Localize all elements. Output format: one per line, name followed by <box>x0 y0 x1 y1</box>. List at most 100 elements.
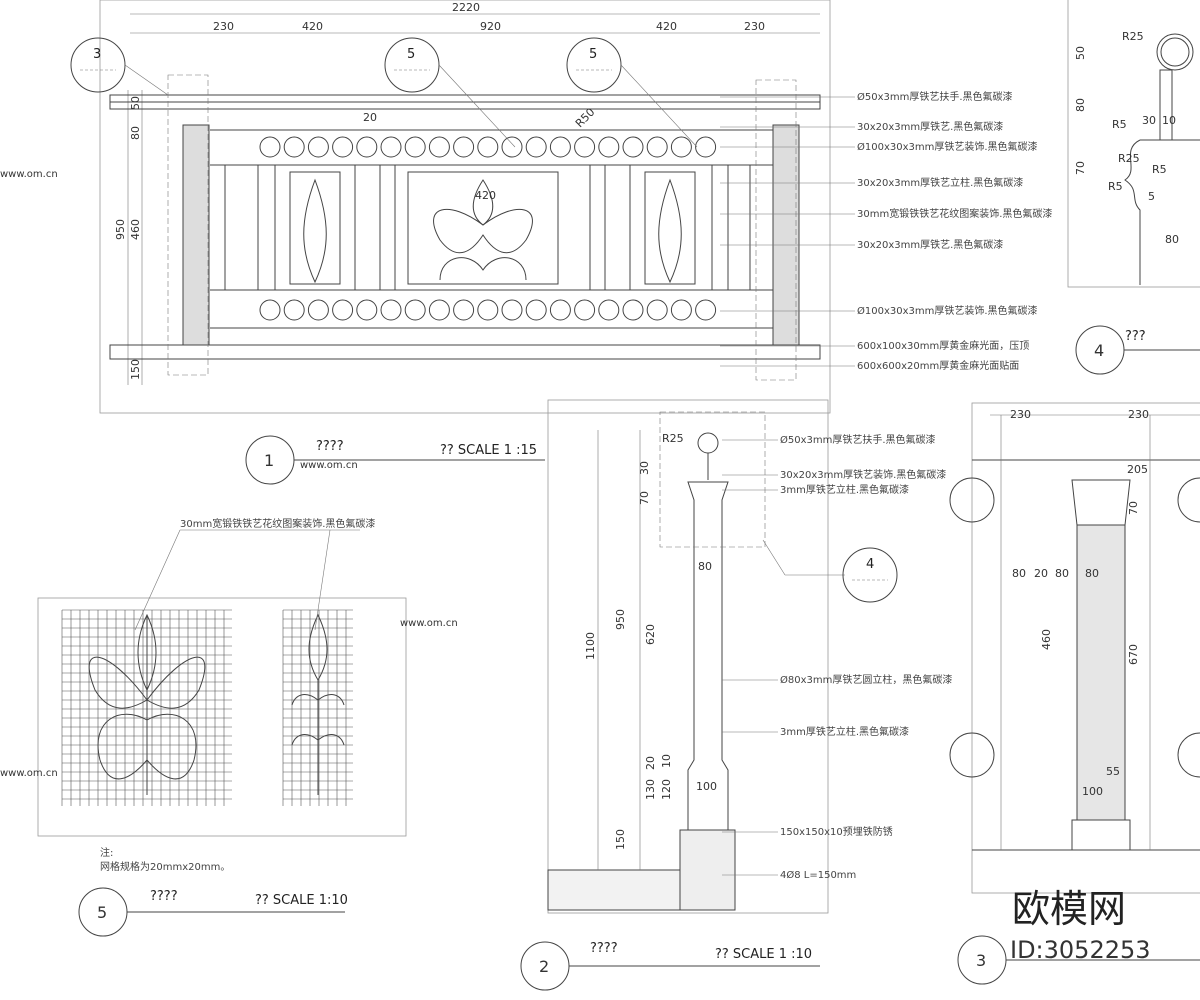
decorative-ring <box>695 299 717 321</box>
decorative-ring <box>404 136 426 158</box>
drawing-1-scale: ?? SCALE 1 :15 <box>440 443 537 458</box>
decorative-ring <box>380 299 402 321</box>
drawing-1-title: ???? <box>316 439 344 454</box>
callout-number: 4 <box>866 557 874 572</box>
ornament-pattern-wide <box>88 613 206 795</box>
dim: 30 <box>638 461 651 475</box>
decorative-ring <box>404 299 426 321</box>
decorative-ring <box>259 136 281 158</box>
stone-post-left <box>182 124 210 346</box>
annotation-label: 30x20x3mm厚铁艺.黑色氟碳漆 <box>857 120 1003 133</box>
watermark-site: www.om.cn <box>400 618 458 629</box>
dim: 10 <box>660 754 673 768</box>
decorative-ring <box>574 136 596 158</box>
dim: 460 <box>1040 629 1053 650</box>
decorative-ring <box>549 136 571 158</box>
dim: 10 <box>1162 114 1176 127</box>
annotation-label: 3mm厚铁艺立柱.黑色氟碳漆 <box>780 725 909 738</box>
dim: 80 <box>1085 567 1099 580</box>
dim: 20 <box>1034 567 1048 580</box>
vertical-bars <box>224 165 751 290</box>
drawing-5-title: ???? <box>150 889 178 904</box>
watermark-site: www.om.cn <box>0 768 58 779</box>
callout-4: 4 <box>762 539 898 603</box>
watermark-site: www.om.cn <box>300 460 358 471</box>
dim: 120 <box>660 779 673 800</box>
dim: 80 <box>129 126 142 140</box>
dim: 50 <box>129 96 142 110</box>
drawing-5-annotation: 30mm宽锻铁铁艺花纹图案装饰.黑色氟碳漆 <box>180 517 375 530</box>
annotation-label: Ø100x30x3mm厚铁艺装饰.黑色氟碳漆 <box>857 304 1038 317</box>
dim: 5 <box>1148 190 1155 203</box>
decorative-ring <box>453 136 475 158</box>
ornament-pattern-narrow <box>291 613 345 795</box>
dim: 920 <box>480 20 501 33</box>
decorative-ring <box>622 136 644 158</box>
annotation-label: 3mm厚铁艺立柱.黑色氟碳漆 <box>780 483 909 496</box>
dim: 230 <box>1010 408 1031 421</box>
decorative-ring <box>477 299 499 321</box>
decorative-ring <box>501 299 523 321</box>
wheat-ornament-left <box>289 171 341 285</box>
dim: R5 <box>1152 163 1167 176</box>
decorative-ring <box>307 299 329 321</box>
dim: 70 <box>1127 501 1140 515</box>
drawing-4-handrail-section: R25 50 80 R5 30 10 70 R25 R5 R5 5 80 4 ?… <box>1067 0 1200 375</box>
watermark-logo: 欧模网 <box>1012 887 1126 931</box>
dim: R5 <box>1112 118 1127 131</box>
dim: 30 <box>1142 114 1156 127</box>
drawing-2-scale: ?? SCALE 1 :10 <box>715 947 812 962</box>
dim: 100 <box>696 780 717 793</box>
decorative-ring <box>477 136 499 158</box>
dim: 80 <box>698 560 712 573</box>
dim: 80 <box>1165 233 1179 246</box>
decorative-ring <box>332 136 354 158</box>
drawing-2-number: 2 <box>539 957 549 976</box>
decorative-ring <box>356 299 378 321</box>
decorative-ring <box>283 299 305 321</box>
annotation-label: Ø50x3mm厚铁艺扶手.黑色氟碳漆 <box>857 90 1013 103</box>
annotation-label: 150x150x10预埋铁防锈 <box>780 825 893 838</box>
annotation-label: 30x20x3mm厚铁艺装饰.黑色氟碳漆 <box>780 468 946 481</box>
decorative-ring <box>622 299 644 321</box>
dim: 100 <box>1082 785 1103 798</box>
callout-number: 3 <box>93 47 101 62</box>
decorative-ring <box>501 136 523 158</box>
dim: 670 <box>1127 644 1140 665</box>
dim: R25 <box>1122 30 1144 43</box>
dim: 20 <box>363 111 377 124</box>
grid-20mm <box>61 609 353 806</box>
dim: 420 <box>656 20 677 33</box>
decorative-ring <box>549 299 571 321</box>
annotation-label: Ø50x3mm厚铁艺扶手.黑色氟碳漆 <box>780 433 936 446</box>
drawing-2-annotations: Ø50x3mm厚铁艺扶手.黑色氟碳漆 30x20x3mm厚铁艺装饰.黑色氟碳漆 3m… <box>722 433 952 881</box>
wheat-ornament-right <box>644 171 696 285</box>
annotation-label: 600x600x20mm厚黄金麻光面贴面 <box>857 359 1019 372</box>
callout-5a: 5 <box>384 37 516 148</box>
decorative-ring <box>598 136 620 158</box>
watermark-id: ID:3052253 <box>1010 936 1151 964</box>
annotation-label: 30x20x3mm厚铁艺立柱.黑色氟碳漆 <box>857 176 1023 189</box>
note-text: 网格规格为20mmx20mm。 <box>100 860 230 873</box>
decorative-ring <box>598 299 620 321</box>
callout-3: 3 <box>70 37 169 96</box>
dim: 150 <box>614 829 627 850</box>
callout-number: 5 <box>407 47 415 62</box>
drawing-1-annotations: Ø50x3mm厚铁艺扶手.黑色氟碳漆 30x20x3mm厚铁艺.黑色氟碳漆 Ø100… <box>720 90 1052 372</box>
watermark-site: www.om.cn <box>0 169 58 180</box>
dim: 205 <box>1127 463 1148 476</box>
dim: R25 <box>662 432 684 445</box>
drawing-3-number: 3 <box>976 951 986 970</box>
drawing-4-number: 4 <box>1094 341 1104 360</box>
annotation-label: 4Ø8 L=150mm <box>780 869 856 881</box>
drawing-5-number: 5 <box>97 903 107 922</box>
annotation-label: 30x20x3mm厚铁艺.黑色氟碳漆 <box>857 238 1003 251</box>
dim: 55 <box>1106 765 1120 778</box>
decorative-ring <box>283 136 305 158</box>
decorative-ring <box>646 299 668 321</box>
decorative-ring <box>380 136 402 158</box>
annotation-label: 30mm宽锻铁铁艺花纹图案装饰.黑色氟碳漆 <box>857 207 1052 220</box>
drawing-5-scale: ?? SCALE 1:10 <box>255 893 348 908</box>
dim: 130 <box>644 779 657 800</box>
